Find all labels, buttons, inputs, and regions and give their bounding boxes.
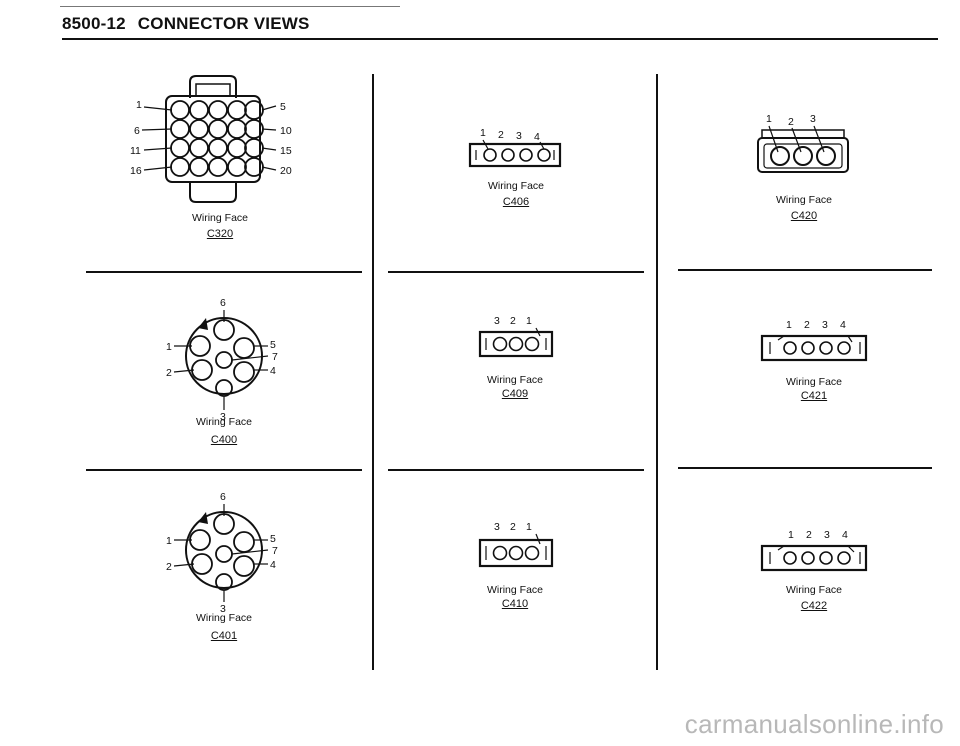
pin-label: 2 — [498, 129, 504, 141]
connector-c320: 1 5 6 10 11 15 16 20 Wiring Face C320 — [130, 72, 310, 244]
pin-label: 2 — [804, 319, 810, 331]
wiring-face-label: Wiring Face — [195, 416, 252, 428]
connector-c420: 1 2 3 Wiring Face C420 — [744, 112, 864, 232]
connector-code: C400 — [210, 434, 238, 446]
connector-c420-diagram: 1 2 3 — [757, 113, 849, 173]
row-divider — [678, 269, 932, 271]
connector-code: C410 — [501, 598, 529, 610]
pin-label: 10 — [280, 125, 292, 137]
pin-label: 1 — [766, 113, 772, 125]
pin-label: 6 — [134, 125, 140, 137]
wiring-face-label: Wiring Face — [191, 212, 248, 224]
connector-code: C420 — [790, 210, 818, 222]
column-divider-left — [372, 74, 374, 670]
pin-label: 1 — [788, 529, 794, 541]
row-divider — [388, 271, 644, 273]
pin-label: 6 — [220, 491, 226, 503]
connector-code: C422 — [800, 600, 828, 612]
wiring-face-label: Wiring Face — [486, 374, 543, 386]
connector-c410: 3 2 1 Wiring Face C410 — [460, 518, 570, 618]
page-header: 8500-12 CONNECTOR VIEWS — [62, 14, 310, 34]
pin-label: 5 — [270, 339, 276, 351]
pin-label: 4 — [534, 131, 540, 143]
connector-code: C401 — [210, 630, 238, 642]
pin-label: 5 — [270, 533, 276, 545]
connector-code: C409 — [501, 388, 529, 400]
row-divider — [678, 467, 932, 469]
pin-label: 7 — [272, 545, 278, 557]
pin-label: 3 — [220, 603, 226, 615]
wiring-face-label: Wiring Face — [486, 584, 543, 596]
wiring-face-label: Wiring Face — [785, 376, 842, 388]
pin-label: 2 — [166, 367, 172, 379]
pin-label: 16 — [130, 165, 142, 177]
pin-label: 1 — [166, 535, 172, 547]
pin-label: 1 — [526, 315, 532, 327]
pin-label: 4 — [270, 365, 276, 377]
connector-c406: 1 2 3 4 Wiring Face C406 — [456, 124, 576, 214]
pin-label: 6 — [220, 297, 226, 309]
pin-label: 1 — [786, 319, 792, 331]
pin-label: 4 — [842, 529, 848, 541]
connector-c410-diagram: 3 2 1 — [478, 521, 554, 568]
wiring-face-label: Wiring Face — [487, 180, 544, 192]
connector-c401: 6 1 5 7 2 4 3 Wiring Face C401 — [160, 491, 290, 652]
connector-c409-diagram: 3 2 1 — [478, 315, 554, 358]
connector-c422-diagram: 1 2 3 4 — [760, 529, 868, 572]
connector-c401-diagram: 6 1 5 7 2 4 3 — [166, 491, 278, 615]
pin-label: 1 — [526, 521, 532, 533]
top-thin-line — [60, 6, 400, 7]
wiring-face-label: Wiring Face — [195, 612, 252, 624]
pin-label: 2 — [806, 529, 812, 541]
row-divider — [86, 469, 362, 471]
pin-label: 1 — [480, 127, 486, 139]
pin-label: 11 — [130, 145, 141, 157]
pin-label: 15 — [280, 145, 292, 157]
pin-label: 2 — [510, 521, 516, 533]
wiring-face-label: Wiring Face — [775, 194, 832, 206]
connector-c421-diagram: 1 2 3 4 — [760, 319, 868, 362]
pin-label: 20 — [280, 165, 292, 177]
pin-label: 5 — [280, 101, 286, 113]
row-divider — [86, 271, 362, 273]
pin-label: 3 — [220, 411, 226, 423]
connector-code: C406 — [502, 196, 530, 208]
watermark: carmanualsonline.info — [684, 709, 944, 739]
connector-code: C320 — [206, 228, 234, 240]
connector-c320-diagram: 1 5 6 10 11 15 16 20 — [130, 75, 292, 203]
pin-label: 4 — [840, 319, 846, 331]
page-title: CONNECTOR VIEWS — [137, 14, 310, 33]
row-divider — [388, 469, 644, 471]
connector-c409: 3 2 1 Wiring Face C409 — [460, 312, 570, 402]
connector-c422: 1 2 3 4 Wiring Face C422 — [748, 526, 868, 626]
pin-label: 3 — [824, 529, 830, 541]
column-divider-right — [656, 74, 658, 670]
connector-code: C421 — [800, 390, 828, 402]
connector-c406-diagram: 1 2 3 4 — [468, 127, 562, 168]
page-number: 8500-12 — [62, 14, 126, 33]
pin-label: 1 — [136, 99, 142, 111]
header-rule — [62, 38, 938, 40]
pin-label: 3 — [516, 130, 522, 142]
pin-label: 3 — [494, 315, 500, 327]
pin-label: 3 — [822, 319, 828, 331]
pin-label: 2 — [788, 116, 794, 128]
pin-label: 3 — [810, 113, 816, 125]
wiring-face-label: Wiring Face — [785, 584, 842, 596]
connector-c400: 6 1 5 7 2 4 3 Wiring Face C400 — [160, 297, 290, 458]
pin-label: 3 — [494, 521, 500, 533]
pin-label: 1 — [166, 341, 172, 353]
connector-c400-diagram: 6 1 5 7 2 4 3 — [166, 297, 278, 423]
pin-label: 4 — [270, 559, 276, 571]
pin-label: 2 — [510, 315, 516, 327]
connector-c421: 1 2 3 4 Wiring Face C421 — [748, 316, 868, 406]
pin-label: 7 — [272, 351, 278, 363]
pin-label: 2 — [166, 561, 172, 573]
